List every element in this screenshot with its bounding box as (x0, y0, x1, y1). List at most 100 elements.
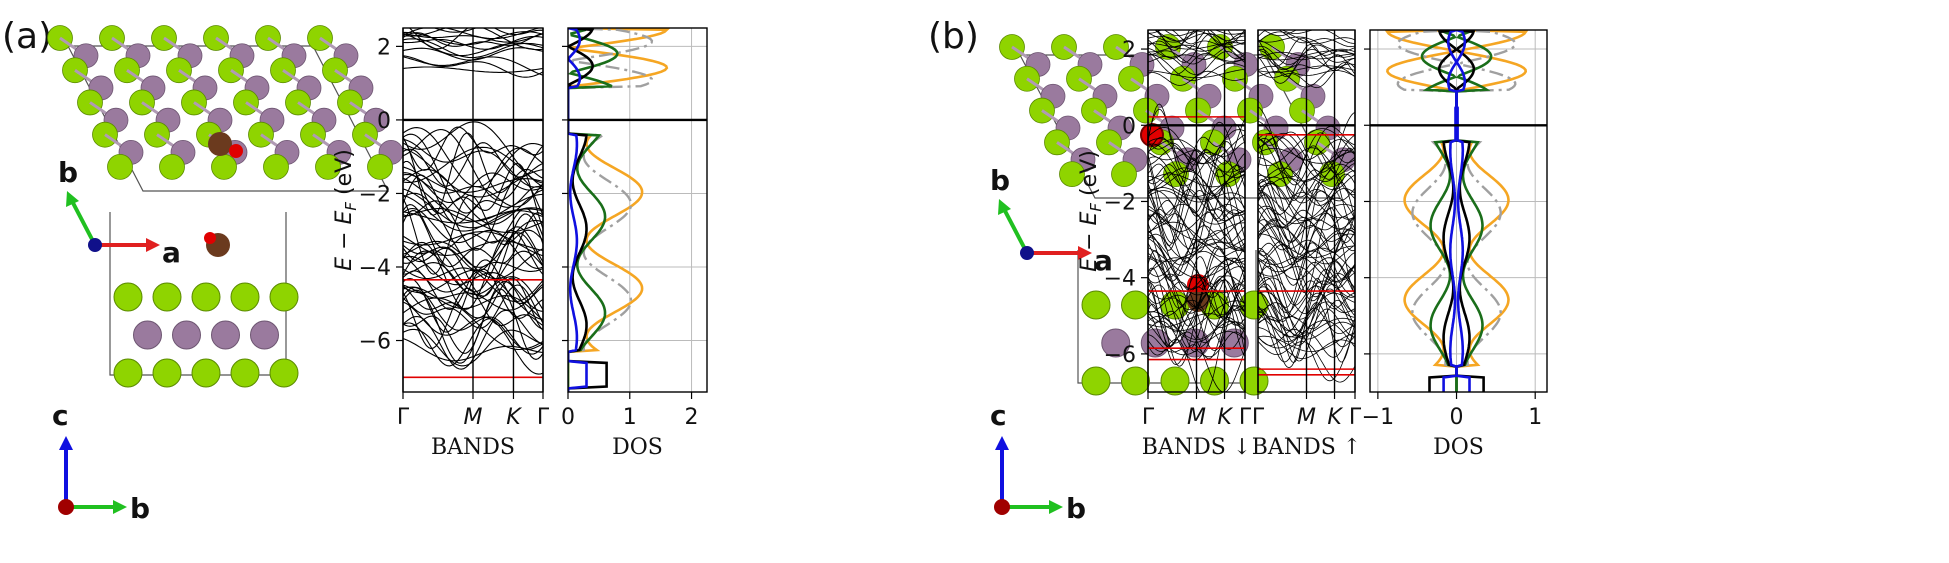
sulfur-atom (211, 153, 237, 180)
dos-curves (568, 28, 707, 392)
oxygen-atom (229, 144, 243, 158)
sulfur-atom (1059, 161, 1085, 188)
kpoint-label: Γ (537, 405, 550, 430)
x-axis-label: DOS (612, 435, 663, 460)
carbon-atom (208, 132, 232, 156)
x-tick-label: 0 (1450, 405, 1464, 430)
y-tick-label: 2 (377, 35, 391, 60)
dos-series-line (568, 28, 608, 392)
sulfur-atom (263, 153, 289, 180)
x-tick-label: 1 (623, 405, 637, 430)
dos-curves (1370, 30, 1547, 392)
band-line (1154, 30, 1245, 48)
molybdenum-atom (1140, 328, 1170, 358)
kpoint-label: Γ (1349, 405, 1362, 430)
y-tick-label: 0 (377, 109, 391, 134)
sulfur-atom (107, 153, 133, 180)
molybdenum-atom (133, 320, 162, 350)
sulfur-atom (1111, 161, 1137, 188)
sulfur-atom (1121, 366, 1150, 396)
plot-frame (1147, 29, 1246, 393)
panel-label-b: (b) (928, 16, 979, 57)
plot-frame (402, 27, 544, 393)
band-line (403, 28, 543, 51)
kpoint-label: Γ (1239, 405, 1252, 430)
kpoint-label: Γ (1142, 405, 1155, 430)
y-tick-label: −4 (359, 256, 391, 281)
x-tick-label: −1 (1362, 405, 1394, 430)
sulfur-atom (1121, 290, 1150, 320)
sulfur-atom (315, 153, 341, 180)
x-axis-label: BANDS ↑ (1252, 435, 1361, 460)
axis-triad-b-side: c b (990, 399, 1086, 525)
y-tick-label: 2 (1122, 38, 1136, 63)
dos-series-line (568, 28, 588, 392)
axis-letter-a: a (162, 236, 181, 269)
axis-letter-a-b: a (1094, 244, 1113, 277)
y-axis-label: E − EF (eV) (332, 149, 360, 271)
kpoint-label: K (1327, 405, 1343, 430)
kpoint-label: M (1187, 405, 1206, 430)
y-tick-label: −2 (1104, 190, 1136, 215)
dos-series-line (1396, 30, 1458, 392)
x-axis-label: DOS (1433, 435, 1484, 460)
axis-triad-a-top: a b (58, 156, 181, 269)
x-tick-label: 2 (685, 405, 699, 430)
axis-triad-a-side: c b (52, 399, 150, 525)
kpoint-label: K (1217, 405, 1233, 430)
dos-series-line (1455, 30, 1493, 392)
axis-triad-b-top: a b (990, 164, 1113, 277)
sulfur-atom (269, 282, 299, 312)
axis-letter-c-b: c (990, 399, 1007, 432)
kpoint-label: M (464, 405, 483, 430)
oxygen-atom (204, 232, 216, 244)
molybdenum-atom (250, 320, 279, 350)
axis-letter-b-side-b: b (1066, 492, 1086, 525)
sulfur-atom (1081, 290, 1111, 320)
y-tick-label: −4 (1104, 267, 1136, 292)
sulfur-atom (152, 282, 182, 312)
sulfur-atom (269, 358, 299, 388)
sulfur-atom (230, 358, 260, 388)
sulfur-atom (230, 282, 260, 312)
structure-a-side-view (109, 212, 299, 388)
dos-series-line (1420, 30, 1458, 392)
structure-a-top-view (47, 25, 404, 192)
structure-b-top-view (999, 34, 1356, 199)
plot-frame (1257, 29, 1356, 393)
sulfur-atom (152, 358, 182, 388)
axis-letter-b-top: b (58, 156, 78, 189)
plot-frame (567, 27, 708, 393)
dos-series-line (568, 28, 671, 392)
oxygen-atom (1140, 123, 1164, 147)
sulfur-atom (1081, 366, 1111, 396)
kpoint-label: Γ (1252, 405, 1265, 430)
sulfur-atom (1160, 366, 1190, 396)
band-line (1262, 30, 1340, 37)
y-tick-label: −6 (1104, 343, 1136, 368)
dos-series-line (568, 28, 619, 392)
kpoint-label: M (1297, 405, 1316, 430)
molybdenum-atom (172, 320, 201, 350)
axis-letter-c: c (52, 399, 69, 432)
plot-frame (1369, 29, 1548, 393)
y-tick-label: −6 (359, 330, 391, 355)
x-axis-label: BANDS (431, 435, 515, 460)
molybdenum-atom (1101, 328, 1131, 358)
kpoint-label: K (506, 405, 522, 430)
dos-series-line (1442, 30, 1458, 392)
kpoint-label: Γ (397, 405, 410, 430)
dos-series-line (1455, 30, 1517, 392)
molybdenum-atom (211, 320, 240, 350)
sulfur-atom (367, 153, 393, 180)
dos-series-line (1455, 30, 1471, 392)
y-tick-label: −2 (359, 182, 391, 207)
sulfur-atom (191, 358, 221, 388)
axis-letter-b-top-b: b (990, 164, 1010, 197)
sulfur-atom (159, 153, 185, 180)
